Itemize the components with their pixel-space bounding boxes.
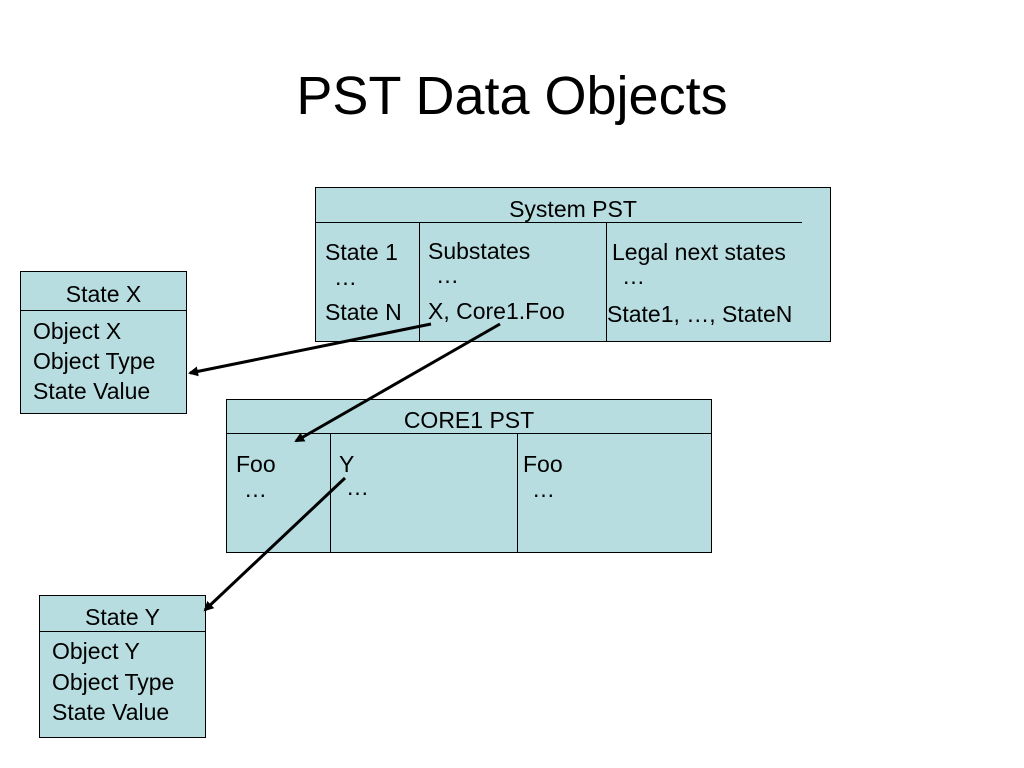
core1-pst-header: CORE1 PST bbox=[403, 407, 535, 433]
state-x-line-1: Object X bbox=[33, 318, 122, 344]
state-y-line-1: Object Y bbox=[52, 638, 140, 664]
state-x-line-2: Object Type bbox=[33, 348, 156, 374]
system-pst-substates-ellipsis: … bbox=[436, 262, 459, 288]
core1-pst-header-divider bbox=[227, 433, 711, 434]
system-pst-col-divider-1 bbox=[419, 222, 420, 342]
core1-pst-foo-label: Foo bbox=[236, 451, 276, 477]
core1-pst-box: CORE1 PST Foo … Y … Foo … bbox=[226, 399, 712, 553]
state-y-box: State Y Object Y Object Type State Value bbox=[39, 595, 206, 738]
system-pst-legal-next-value: State1, …, StateN bbox=[607, 301, 793, 327]
core1-pst-y-ellipsis: … bbox=[346, 474, 369, 500]
core1-pst-y-label: Y bbox=[339, 451, 355, 477]
state-x-header-divider bbox=[21, 310, 186, 311]
system-pst-state-n: State N bbox=[325, 299, 402, 325]
system-pst-substates-value: X, Core1.Foo bbox=[428, 298, 565, 324]
system-pst-header-divider bbox=[316, 222, 802, 223]
state-y-header: State Y bbox=[84, 604, 161, 630]
state-x-header: State X bbox=[65, 281, 142, 307]
core1-pst-foo2-ellipsis: … bbox=[532, 476, 555, 502]
core1-pst-foo2-label: Foo bbox=[523, 451, 563, 477]
arrow-core1-foo-to-core1-pst bbox=[294, 322, 501, 443]
system-pst-substates-label: Substates bbox=[428, 238, 531, 264]
core1-pst-col-divider-2 bbox=[517, 433, 518, 553]
state-y-header-divider bbox=[40, 631, 205, 632]
system-pst-legal-next-ellipsis: … bbox=[622, 263, 645, 289]
state-x-box: State X Object X Object Type State Value bbox=[20, 271, 187, 414]
system-pst-header: System PST bbox=[509, 196, 637, 222]
system-pst-legal-next-label: Legal next states bbox=[612, 239, 786, 265]
state-y-line-2: Object Type bbox=[52, 669, 175, 695]
page-title: PST Data Objects bbox=[296, 66, 728, 126]
state-y-line-3: State Value bbox=[52, 699, 170, 725]
arrow-x-to-state-x bbox=[188, 322, 432, 377]
system-pst-state-ellipsis: … bbox=[334, 264, 357, 290]
system-pst-col-divider-2 bbox=[606, 222, 607, 342]
system-pst-box: System PST State 1 … State N Substates …… bbox=[315, 187, 831, 342]
state-x-line-3: State Value bbox=[33, 378, 151, 404]
arrow-y-to-state-y bbox=[203, 476, 347, 612]
core1-pst-foo-ellipsis: … bbox=[244, 476, 267, 502]
system-pst-state-1: State 1 bbox=[325, 239, 398, 265]
